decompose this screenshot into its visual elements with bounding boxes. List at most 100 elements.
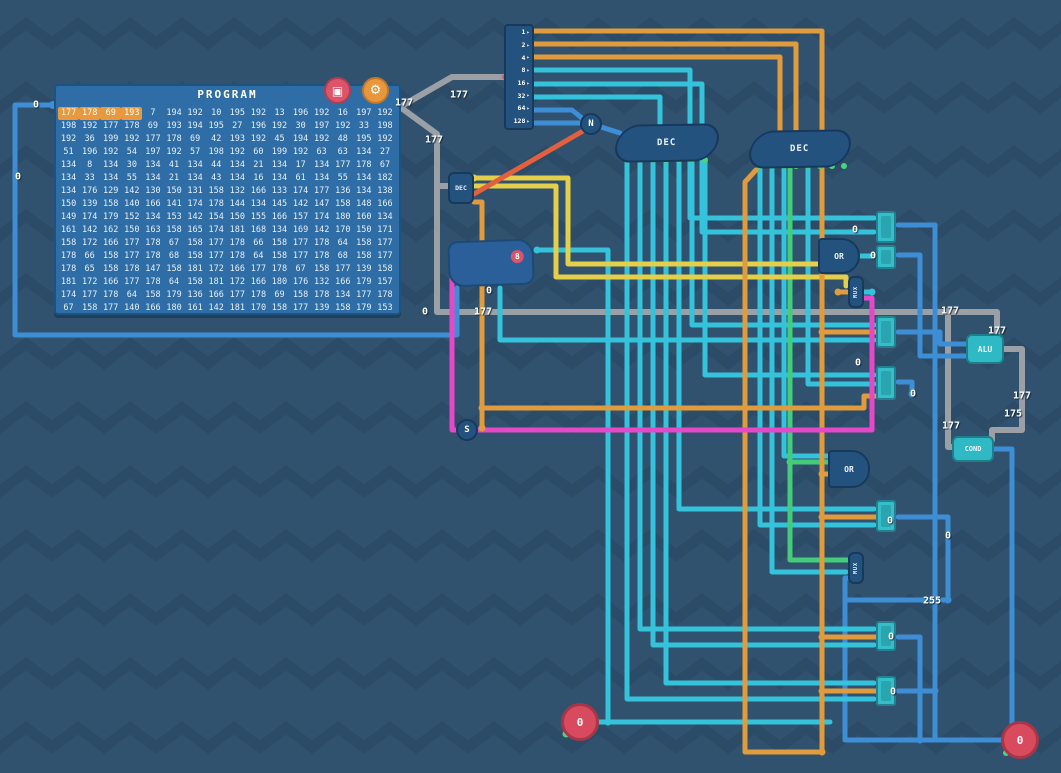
settings-button[interactable]: ⚙ [362, 77, 389, 104]
program-cell: 174 [208, 225, 224, 235]
splitter-bit-row: 1▸ [506, 26, 532, 39]
program-cell: 136 [187, 290, 203, 300]
program-cell: 178 [79, 107, 101, 120]
program-cell: 133 [271, 186, 288, 196]
s-node[interactable]: S [456, 419, 478, 441]
program-cell: 134 [335, 290, 351, 300]
program-cell: 192 [166, 147, 182, 157]
or-gate-2[interactable]: OR [828, 450, 870, 488]
program-cell: 179 [166, 290, 182, 300]
program-cell: 177 [335, 160, 351, 170]
program-cell: 134 [271, 173, 288, 183]
program-cell: 68 [337, 251, 348, 261]
program-cell: 177 [250, 264, 267, 274]
alu[interactable]: ALU [966, 334, 1004, 364]
output-node-right[interactable]: 0 [1001, 721, 1039, 759]
program-cell: 134 [60, 186, 77, 196]
decoder-small-label: DEC [455, 184, 467, 192]
program-cell: 48 [337, 134, 348, 144]
decoder-2[interactable]: DEC [744, 129, 856, 169]
wires-blue[interactable] [12, 102, 1015, 743]
program-cell: 177 [229, 290, 245, 300]
program-cell: 139 [356, 264, 372, 274]
program-cell: 66 [253, 238, 264, 248]
program-cell: 67 [295, 264, 306, 274]
program-cell: 178 [124, 121, 140, 131]
register-1[interactable] [876, 211, 896, 243]
wires-cyan[interactable] [497, 67, 879, 725]
mux-2-label: MUX [853, 561, 859, 575]
decoder-small[interactable]: DEC [448, 172, 474, 204]
output-node-left[interactable]: 0 [561, 703, 599, 741]
program-cell: 142 [292, 199, 309, 209]
wires-green[interactable] [787, 165, 851, 563]
program-cell: 172 [81, 238, 98, 248]
program-cell: 177 [81, 290, 98, 300]
program-cell: 194 [187, 121, 203, 131]
program-cell: 27 [379, 147, 391, 157]
program-cell: 199 [103, 134, 119, 144]
byte-splitter[interactable]: 1▸2▸4▸8▸16▸32▸64▸128▸ [504, 24, 534, 130]
program-cell: 192 [313, 134, 330, 144]
program-cell: 163 [145, 225, 161, 235]
cond[interactable]: COND [952, 436, 994, 462]
program-edit-button[interactable]: ▣ [324, 77, 351, 104]
program-cell: 69 [274, 290, 285, 300]
program-cell: 131 [187, 186, 203, 196]
program-cell: 166 [145, 303, 161, 313]
program-cell: 134 [250, 199, 267, 209]
wires-yellow[interactable] [471, 175, 849, 289]
register-6[interactable] [876, 621, 896, 651]
program-cell: 139 [81, 199, 98, 209]
program-cell: 134 [103, 160, 119, 170]
program-cell: 194 [166, 108, 182, 118]
wire-junction-dots [49, 73, 952, 756]
program-cell: 199 [271, 147, 288, 157]
splitter-arrow-icon: ▸ [526, 79, 530, 87]
program-cell: 178 [60, 264, 77, 274]
register-7[interactable] [876, 676, 896, 706]
mux-2[interactable]: MUX [848, 552, 864, 584]
program-cell: 178 [145, 251, 161, 261]
program-cell: 129 [103, 186, 119, 196]
program-cell: 7 [150, 108, 156, 118]
program-counter[interactable]: 8 [447, 238, 535, 288]
splitter-bit-value: 64 [517, 104, 526, 113]
program-cell: 158 [103, 199, 119, 209]
program-cell: 178 [313, 251, 330, 261]
program-cell: 192 [103, 147, 119, 157]
n-node[interactable]: N [580, 113, 602, 135]
program-cell: 166 [335, 277, 351, 287]
register-4[interactable] [876, 366, 896, 400]
program-cell: 158 [187, 251, 203, 261]
decoder-1[interactable]: DEC [610, 123, 724, 163]
mux-1[interactable]: MUX [848, 276, 864, 308]
program-cell: 178 [313, 238, 330, 248]
program-cell: 57 [189, 147, 201, 157]
or-gate-1[interactable]: OR [818, 238, 860, 274]
register-3[interactable] [876, 316, 896, 348]
program-cell: 16 [337, 108, 348, 118]
program-cell: 63 [316, 147, 327, 157]
program-cell: 177 [292, 238, 309, 248]
wires-redorange[interactable] [471, 128, 586, 197]
program-cell: 166 [250, 277, 267, 287]
program-cell: 192 [377, 134, 393, 144]
program-cell: 192 [377, 108, 393, 118]
program-cell: 158 [187, 238, 203, 248]
program-cell: 134 [145, 212, 161, 222]
program-cell: 193 [121, 107, 143, 120]
program-cell: 180 [271, 277, 288, 287]
program-cell: 193 [166, 121, 182, 131]
register-2[interactable] [876, 245, 896, 269]
register-5[interactable] [876, 500, 896, 532]
program-cell: 178 [60, 251, 77, 261]
program-cell: 158 [208, 186, 224, 196]
program-cell: 192 [229, 147, 245, 157]
